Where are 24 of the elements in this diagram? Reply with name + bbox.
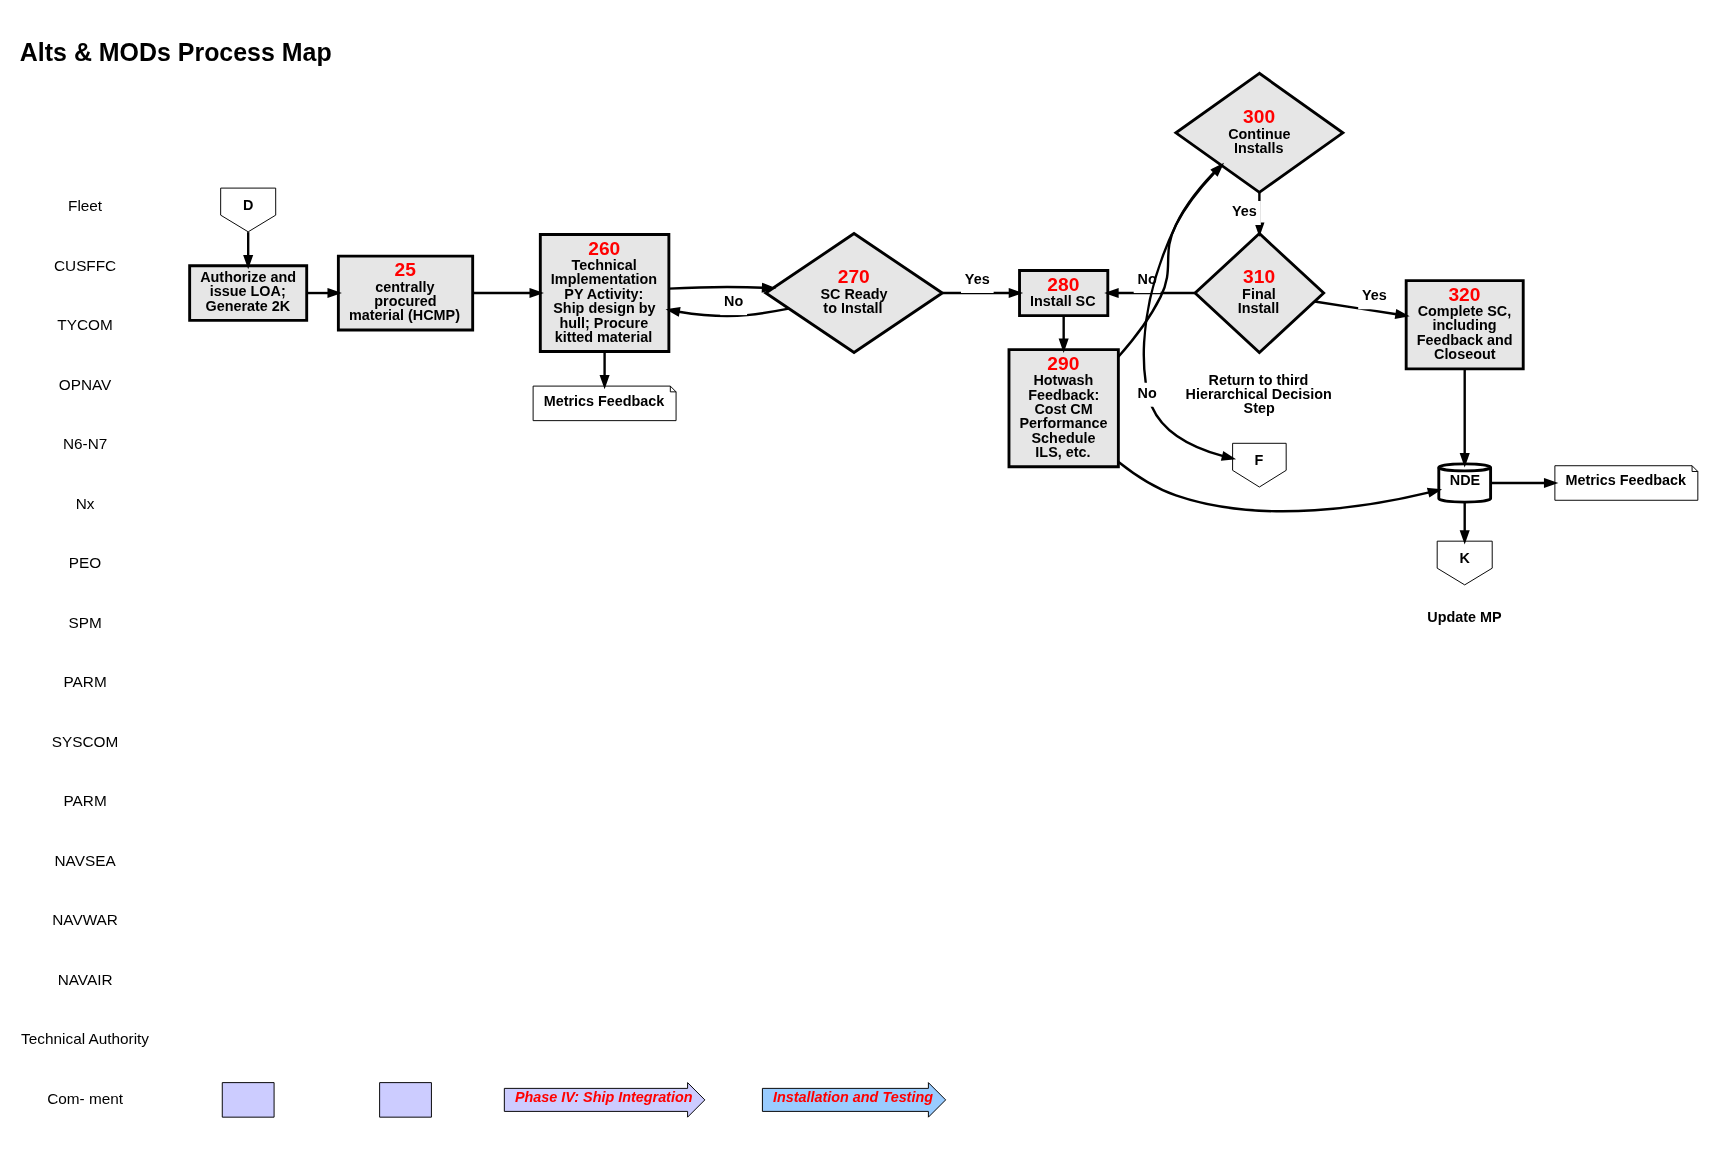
diagram-title: Alts & MODs Process Map xyxy=(19,37,332,66)
label: NAVWAR xyxy=(52,911,118,929)
label: NAVAIR xyxy=(57,970,113,988)
node-label: Return to third Hierarchical Decision Step xyxy=(1185,371,1332,417)
label: SYSCOM xyxy=(51,732,119,750)
edge-label: No xyxy=(724,292,744,309)
edge-label: Yes xyxy=(1362,287,1387,304)
label: Com- ment xyxy=(47,1089,124,1107)
label: Nx xyxy=(75,494,95,512)
label: Fleet xyxy=(68,197,103,215)
label: PARM xyxy=(63,792,107,810)
label: PEO xyxy=(68,554,102,572)
edge-label: Yes xyxy=(964,270,990,287)
label: PARM xyxy=(63,673,107,691)
label: OPNAV xyxy=(58,375,112,393)
label: CUSFFC xyxy=(53,256,117,274)
edge-label: No xyxy=(1137,384,1157,401)
node-label: Update MP xyxy=(1427,608,1502,625)
label: NAVSEA xyxy=(54,851,116,869)
edge-label: Yes xyxy=(1232,202,1257,219)
label: N6-N7 xyxy=(62,435,108,453)
label: TYCOM xyxy=(57,316,113,334)
label: SPM xyxy=(68,613,102,631)
label: Technical Authority xyxy=(21,1030,150,1048)
